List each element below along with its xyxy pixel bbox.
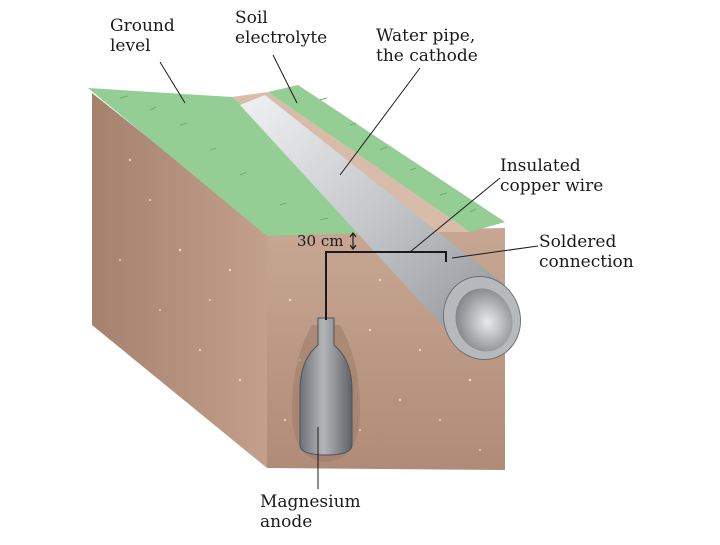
leader-lines: [159, 54, 539, 489]
soil-speckles: [119, 158, 481, 451]
label-water-pipe: Water pipe,the cathode: [376, 26, 478, 66]
grass-left: [88, 88, 400, 236]
water-pipe-opening: [455, 288, 513, 352]
magnesium-anode: [299, 317, 353, 456]
soil-side-face: [92, 93, 267, 468]
water-pipe-body: [240, 95, 505, 345]
grass-right: [268, 85, 505, 232]
label-depth: 30 cm: [297, 232, 344, 250]
grass-texture: [119, 95, 477, 226]
depth-marker: [349, 232, 357, 250]
insulated-copper-wire: [325, 251, 447, 320]
